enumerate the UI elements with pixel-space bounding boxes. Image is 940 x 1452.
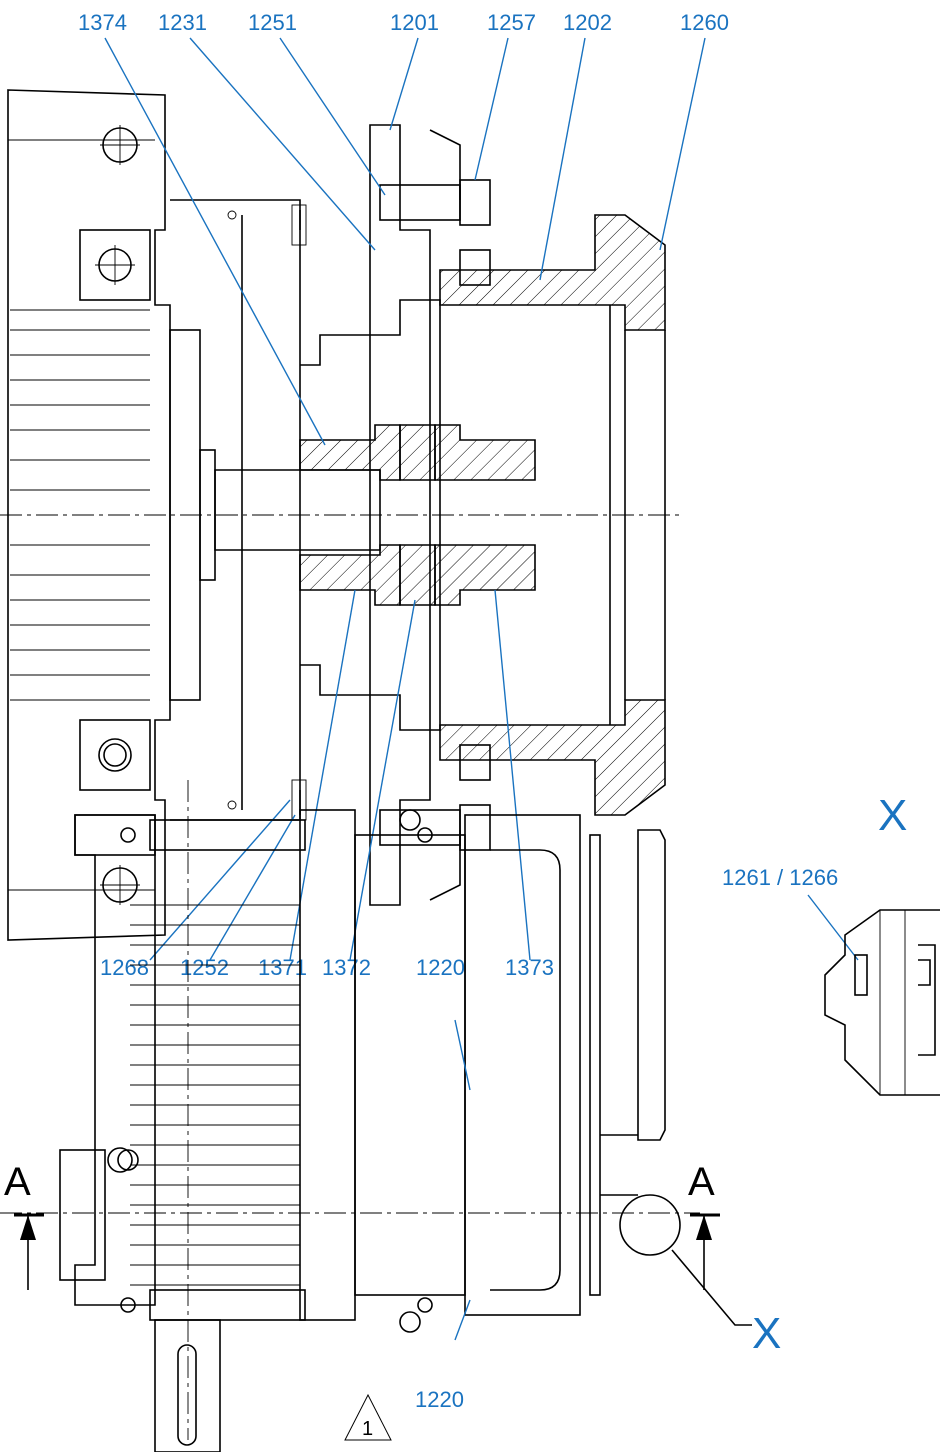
callouts-bottom: 1268 1252 1371 1372 1220 1373	[100, 955, 554, 980]
callout-1202: 1202	[563, 10, 612, 35]
plan-bolts	[117, 809, 433, 1333]
detail-letter: X	[878, 791, 907, 840]
detail-marker-letter: X	[752, 1309, 781, 1358]
plan-labels: 1220 1220 X	[415, 1019, 781, 1412]
fan-cover	[59, 1149, 106, 1281]
guard	[170, 199, 307, 821]
plan-fins	[130, 904, 300, 1286]
coupling-hub-1373	[434, 424, 536, 606]
detail-x: X 1261 / 1266	[722, 791, 940, 1096]
callout-1260: 1260	[680, 10, 729, 35]
revision-triangle: 1	[344, 1393, 392, 1441]
callout-1372: 1372	[322, 955, 371, 980]
revision-number: 1	[362, 1418, 373, 1440]
callout-1231: 1231	[158, 10, 207, 35]
callout-1371: 1371	[258, 955, 307, 980]
callout-1268: 1268	[100, 955, 149, 980]
detail-callout: 1261 / 1266	[722, 865, 838, 890]
motor-shaft	[214, 469, 381, 551]
flange-1201	[369, 124, 431, 906]
motor-fins	[10, 309, 150, 701]
mount-holes	[79, 125, 151, 905]
callout-1373: 1373	[505, 955, 554, 980]
callout-1252: 1252	[180, 955, 229, 980]
callout-1251: 1251	[248, 10, 297, 35]
callout-1374: 1374	[78, 10, 127, 35]
pump-bracket-plan	[464, 814, 581, 1316]
plan-view	[0, 780, 752, 1452]
callout-1220-top: 1220	[416, 955, 465, 980]
motor-foot	[154, 1319, 221, 1452]
leaders-upper	[104, 37, 706, 961]
detail-circle	[619, 1194, 681, 1256]
motor-housing	[7, 89, 171, 941]
motor-flange	[299, 809, 356, 1321]
callout-1257: 1257	[487, 10, 536, 35]
section-marks: A A	[4, 1160, 720, 1290]
section-view	[0, 89, 680, 941]
callout-1220-lower: 1220	[415, 1387, 464, 1412]
coupling-hub-1371	[299, 424, 401, 481]
pump-bracket-1202	[439, 214, 666, 331]
callout-1201: 1201	[390, 10, 439, 35]
section-mark-left: A	[4, 1160, 31, 1204]
section-mark-right: A	[688, 1160, 715, 1204]
callouts-top: 1374 1231 1251 1201 1257 1202 1260	[78, 10, 729, 35]
